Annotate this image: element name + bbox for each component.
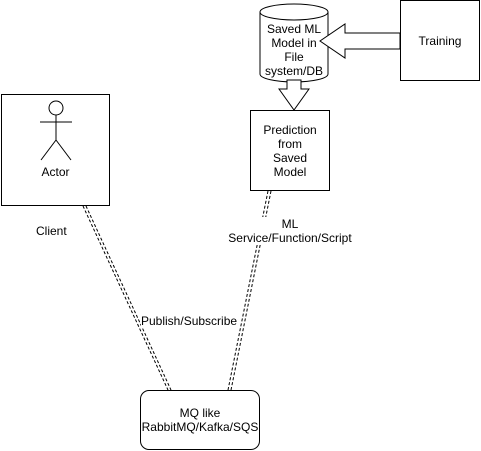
ml-service-label: ML Service/Function/Script [226,217,354,245]
training-label: Training [418,33,462,48]
db-to-prediction-arrow [278,79,310,111]
prediction-label: Prediction from Saved Model [263,122,317,179]
training-box: Training [400,0,480,81]
actor-label: Actor [41,165,70,179]
client-label: Client [36,224,67,238]
message-queue-box: MQ like RabbitMQ/Kafka/SQS [140,390,260,450]
prediction-box: Prediction from Saved Model [250,110,330,191]
actor-to-mq-connector [82,205,172,391]
actor-box: Actor [1,94,110,206]
database-cylinder [259,3,329,83]
database-label: Saved ML Model in File system/DB [264,22,323,78]
publish-subscribe-label: Publish/Subscribe [141,314,238,328]
training-to-db-arrow [319,23,401,59]
actor-figure-icon [40,100,72,161]
message-queue-label: MQ like RabbitMQ/Kafka/SQS [141,406,259,434]
prediction-to-mq-connector [227,190,272,391]
